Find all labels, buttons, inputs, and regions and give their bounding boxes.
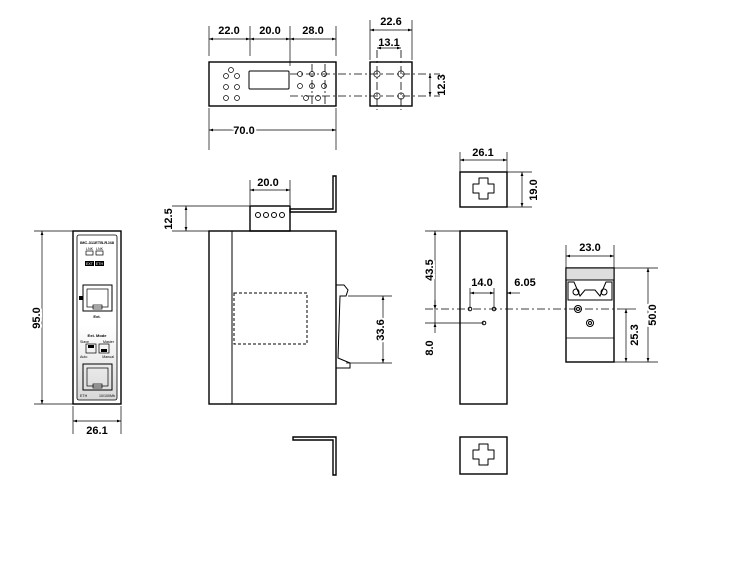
plate-bottom-cross [472,443,495,466]
mode-option-manual: Manual [102,355,114,359]
top-view-holes [223,67,327,101]
led-label-1: LNK [86,247,94,251]
din-clip-hook [567,281,613,301]
top-width-seg-2: 20.0 [259,25,280,37]
plate-height: 19.0 [528,179,540,200]
side-connector [249,205,291,232]
led-label-2: LNK [96,247,104,251]
plate-dim-6-05: 6.05 [514,277,535,289]
clip-top-view [369,61,413,107]
led-sublabel-1: EXT [86,262,94,266]
side-bracket-top [289,175,337,213]
mode-option-slave: Slave [80,340,89,344]
din-clip-view: 23.0 50.0 25.3 [565,242,661,363]
front-width: 26.1 [86,425,107,437]
top-view: 22.0 20.0 28.0 [208,16,448,150]
top-view-window [248,70,290,90]
clip-width: 22.6 [380,16,401,28]
ext-port-label: Ext. [93,314,100,319]
plate-dim-14-0: 14.0 [471,277,492,289]
front-panel [76,234,118,401]
led-sublabel-2: ETH [96,262,104,266]
top-width-seg-1: 22.0 [218,25,239,37]
side-slot-height: 33.6 [375,319,387,340]
front-model-label: IMC-311ETB-RJ48 [80,240,115,245]
side-bracket-bottom [292,436,337,476]
plate-dim-43-5: 43.5 [424,259,436,280]
top-view-body [208,61,337,107]
plate-top-cross [472,177,495,200]
plate-top [459,171,508,208]
plate-body [459,230,508,405]
mount-plate-view: 26.1 19.0 43.5 8.0 14.0 6.05 [422,147,620,475]
top-width-seg-3: 28.0 [302,25,323,37]
side-connector-width: 20.0 [257,177,278,189]
mode-option-master: Master [103,340,115,344]
plate-width: 26.1 [472,147,493,159]
eth-speed-label: 10/100Mb [99,394,115,398]
side-body [208,230,337,405]
eth-port-label: ETH [80,394,88,398]
eth-port [82,363,113,391]
front-body [72,230,122,405]
clip-hole-spacing-y: 12.3 [436,74,448,95]
clip-hole-spacing-x: 13.1 [378,37,399,49]
side-din-clip [336,284,351,369]
din-clip-width: 23.0 [579,242,600,254]
ext-mode-title: Ext. Mode [88,333,108,338]
din-clip-total-height: 50.0 [647,304,659,325]
mode-option-auto: Auto [80,355,87,359]
side-connector-height: 12.5 [163,208,175,229]
front-height: 95.0 [31,307,43,328]
plate-dim-8-0: 8.0 [424,340,436,355]
top-total-width: 70.0 [233,125,254,137]
side-view: 20.0 12.5 33.6 [163,175,392,476]
plate-bottom [459,436,508,475]
side-label-area [233,292,308,345]
front-view: 95.0 IMC-311ETB-RJ48 LNK LNK EXT ETH Ext… [29,230,122,437]
din-clip-lower-height: 25.3 [629,324,641,345]
